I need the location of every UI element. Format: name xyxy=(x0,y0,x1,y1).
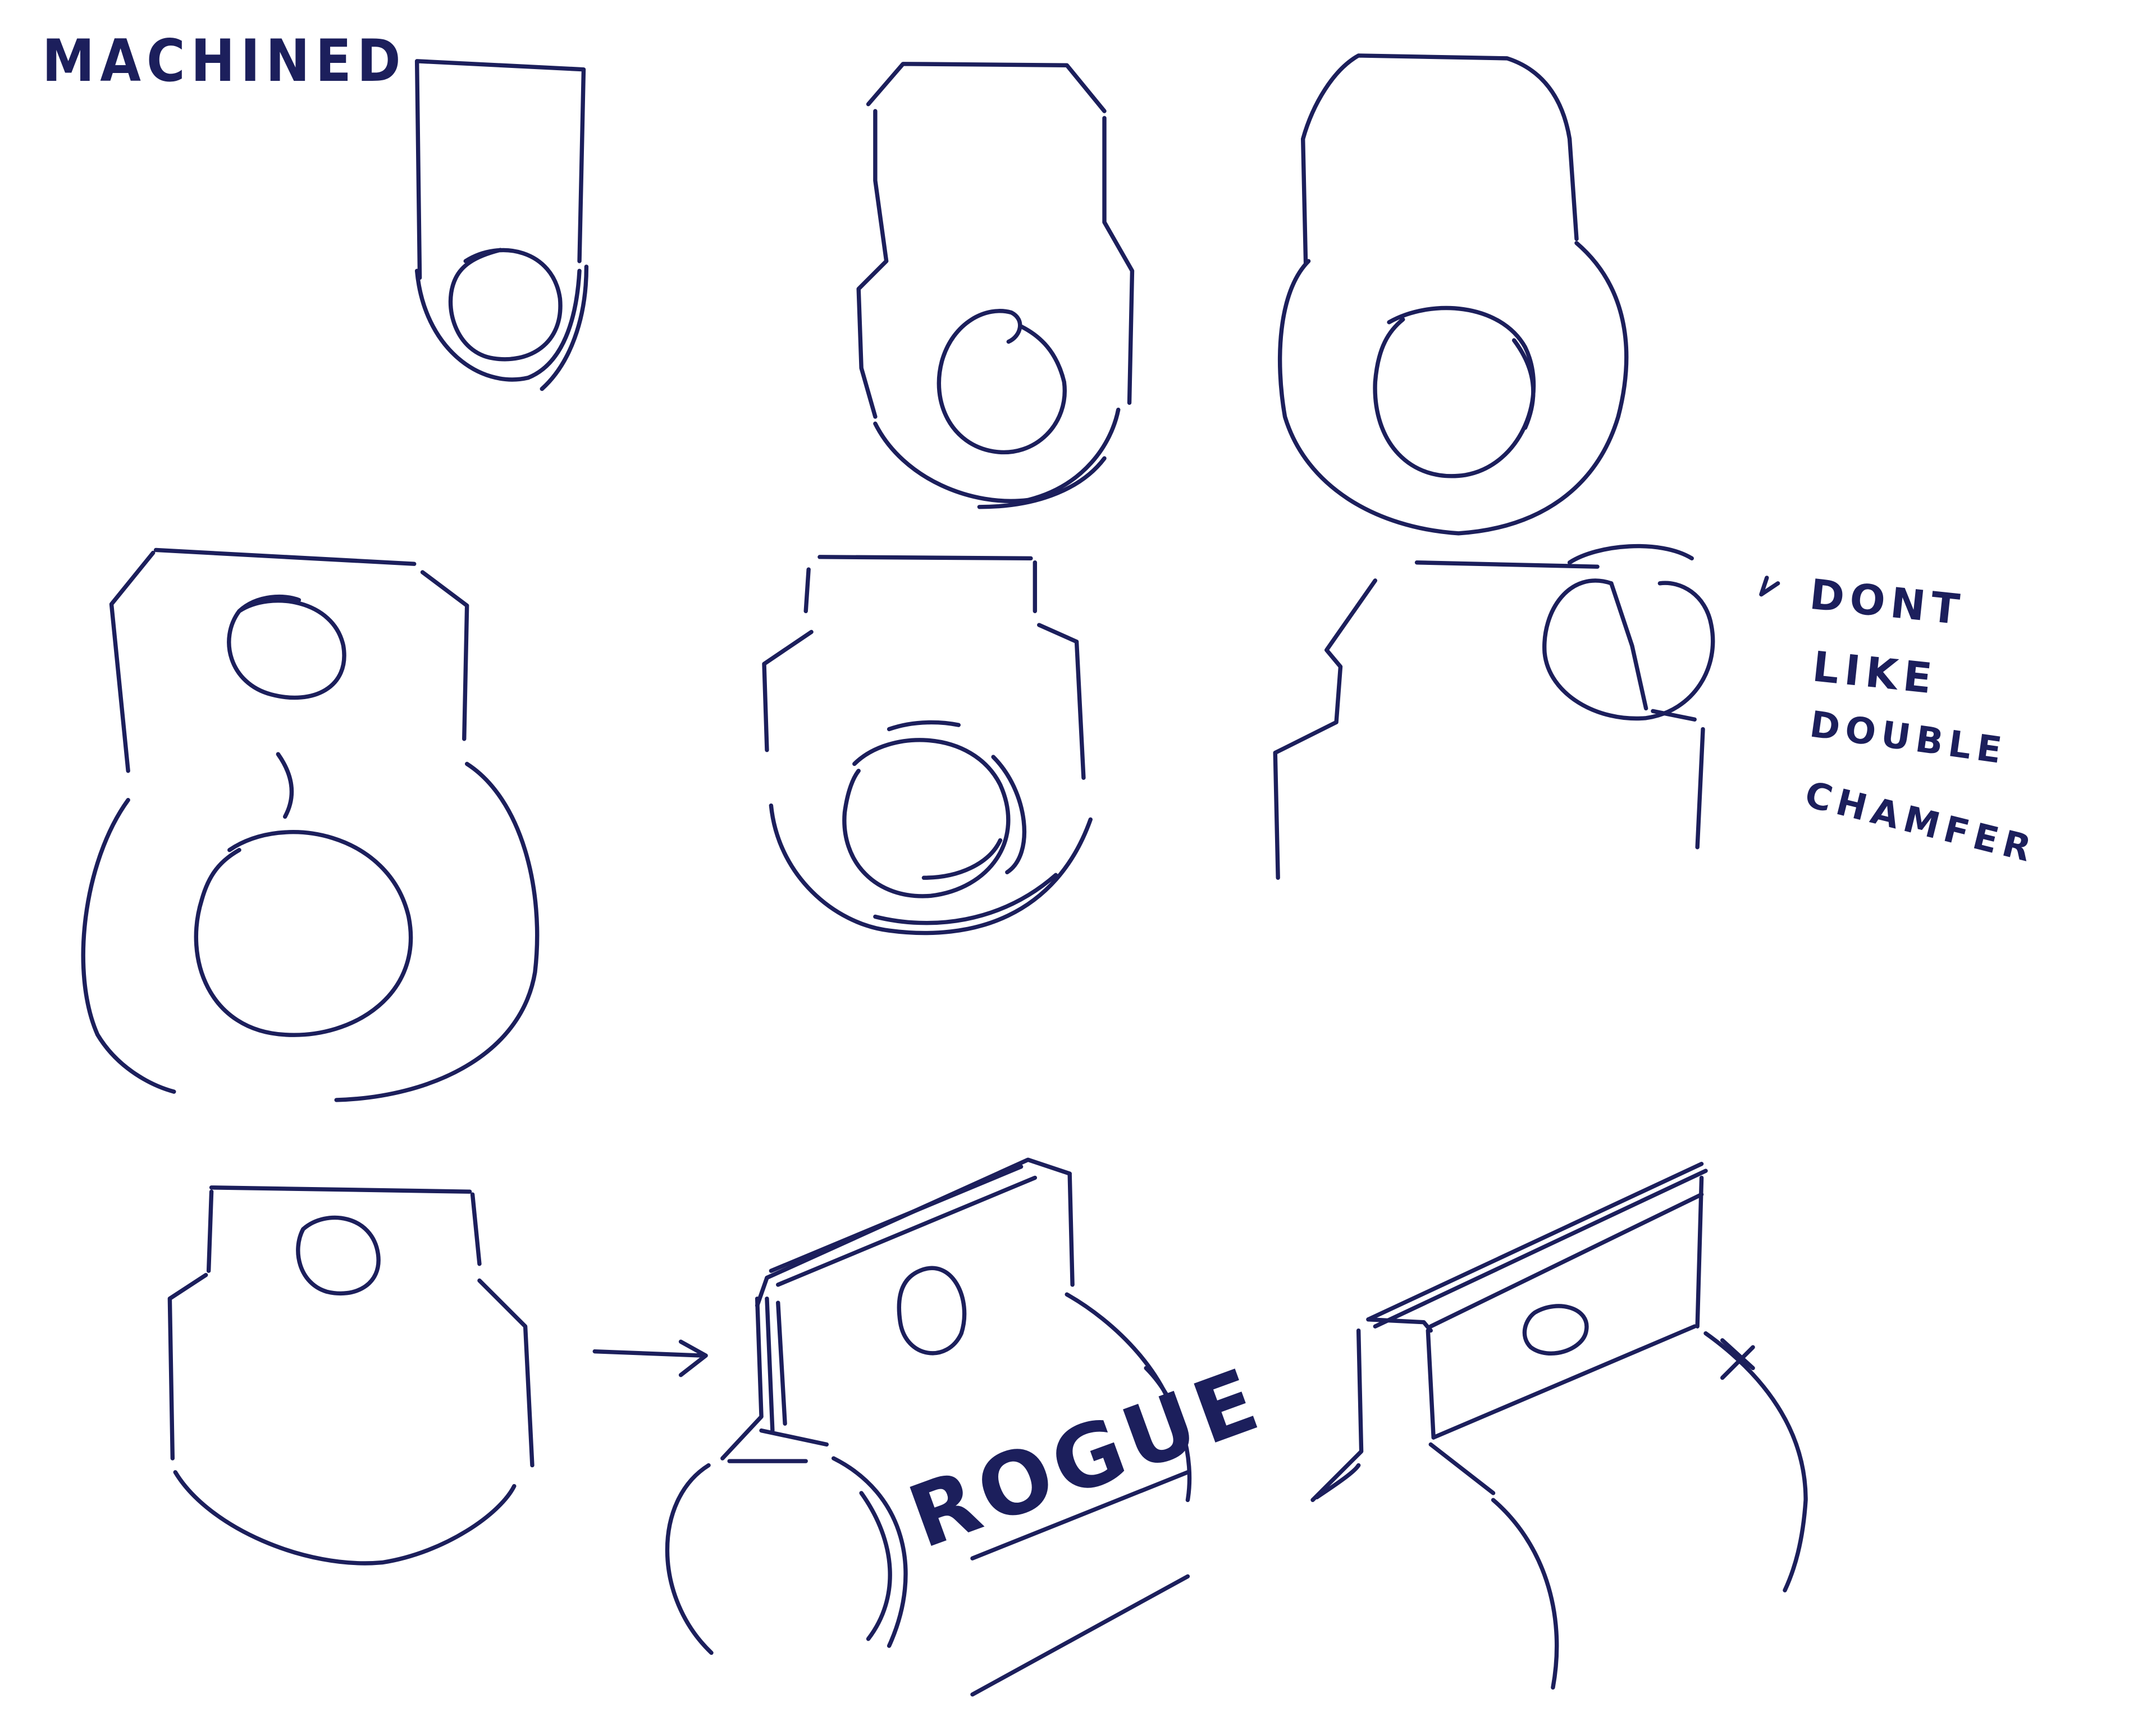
note-line-3: DOUBLE xyxy=(1807,703,2010,772)
sketch-tag-rounded-slim xyxy=(414,59,589,391)
sketch-tag-stepped-large-hole xyxy=(762,555,1093,935)
sketch-tag-chamfered xyxy=(856,62,1135,509)
sketch-tag-flat-front xyxy=(167,1185,708,1566)
note-line-1: DONT xyxy=(1807,571,1967,635)
note-line-2: LIKE xyxy=(1810,642,1939,704)
sketch-tag-3d-engraved: ROGUE xyxy=(665,1157,1276,1697)
sketch-tag-two-holes xyxy=(81,547,540,1102)
sketch-tag-double-chamfer-detail: DONT LIKE DOUBLE CHAMFER xyxy=(1273,544,2040,880)
note-line-4: CHAMFER xyxy=(1801,773,2040,871)
sketch-tag-3d-step xyxy=(1310,1162,1808,1690)
sketch-tag-rounded-bulb xyxy=(1277,53,1629,536)
sheet-title: MACHINED xyxy=(42,28,406,95)
engraving-text: ROGUE xyxy=(897,1349,1276,1568)
